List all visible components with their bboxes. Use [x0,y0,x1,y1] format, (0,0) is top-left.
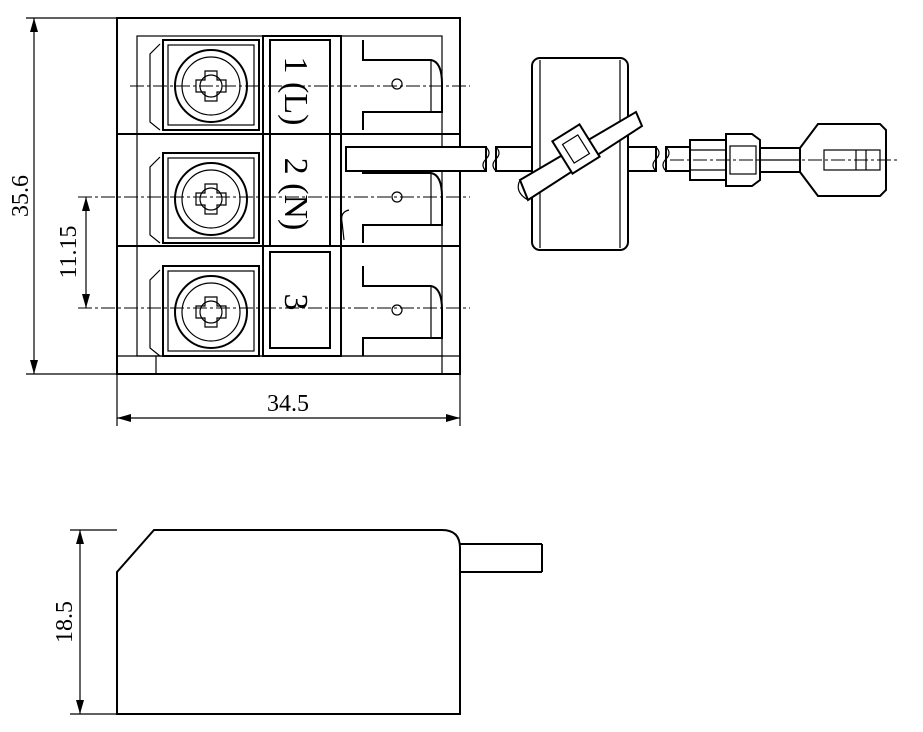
top-view: 1 (L) 2 (N) 3 [78,17,470,375]
phillips-cross-icon [195,296,227,328]
arrow-down-icon [82,294,90,308]
arrow-left-icon [117,414,131,422]
block-body [116,17,461,375]
arrow-up-icon [82,197,90,211]
screw-head [174,162,248,236]
label-plate-lower [269,251,331,349]
label-strip [262,35,342,357]
spade-clip-3 [362,266,443,356]
phillips-cross-icon [195,183,227,215]
spade-clip-1 [362,40,443,130]
dimension-width: 34.5 [116,374,461,426]
cable-tie-head-slot [561,134,591,164]
spade-hole [391,304,403,316]
arrow-down-icon [30,360,38,374]
cable-assembly [345,57,900,251]
cable-break-4 [662,146,670,172]
phillips-cross-icon [195,70,227,102]
screw-clamp-outline [149,269,161,357]
spade-hole [391,78,403,90]
cable-break-2 [492,146,500,172]
cable-break-1 [482,146,490,172]
arrow-down-icon [76,700,84,714]
arrow-up-icon [76,530,84,544]
side-view: 18.5 [52,529,543,715]
screw-clamp-outline [149,156,161,244]
screw-housing-inner [167,44,255,126]
dimension-side-height-label: 18.5 [52,601,78,643]
dimension-pitch: 11.15 [56,197,90,308]
screw-housing [162,39,260,131]
lead-bend [341,209,350,241]
dimension-width-label: 34.5 [267,391,309,417]
dimension-height-label: 35.6 [8,175,34,217]
arrow-up-icon [30,18,38,32]
terminal-label-3: 3 [277,294,314,311]
dimension-height: 35.6 [8,17,117,375]
screw-row-3 [149,265,260,357]
screw-head [174,275,248,349]
cable-tie-tail [517,179,529,201]
screw-housing-inner [167,270,255,352]
screw-housing [162,265,260,357]
screw-row-1 [149,39,260,131]
screw-clamp-outline [149,43,161,131]
screw-row-2 [149,152,260,244]
screw-housing [162,152,260,244]
screw-washer [199,300,223,324]
dimension-pitch-label: 11.15 [56,225,82,278]
side-cable [460,543,543,573]
cable-segment-1 [345,146,487,172]
screw-head-inner [181,169,241,229]
screw-head-inner [181,282,241,342]
arrow-right-icon [446,414,460,422]
terminal-label-1: 1 (L) [277,57,314,126]
screw-washer [199,187,223,211]
side-body [116,529,461,715]
label-plate-upper [269,39,331,247]
screw-housing-inner [167,157,255,239]
terminal-label-2: 2 (N) [277,158,314,231]
cable-break-3 [652,146,660,172]
